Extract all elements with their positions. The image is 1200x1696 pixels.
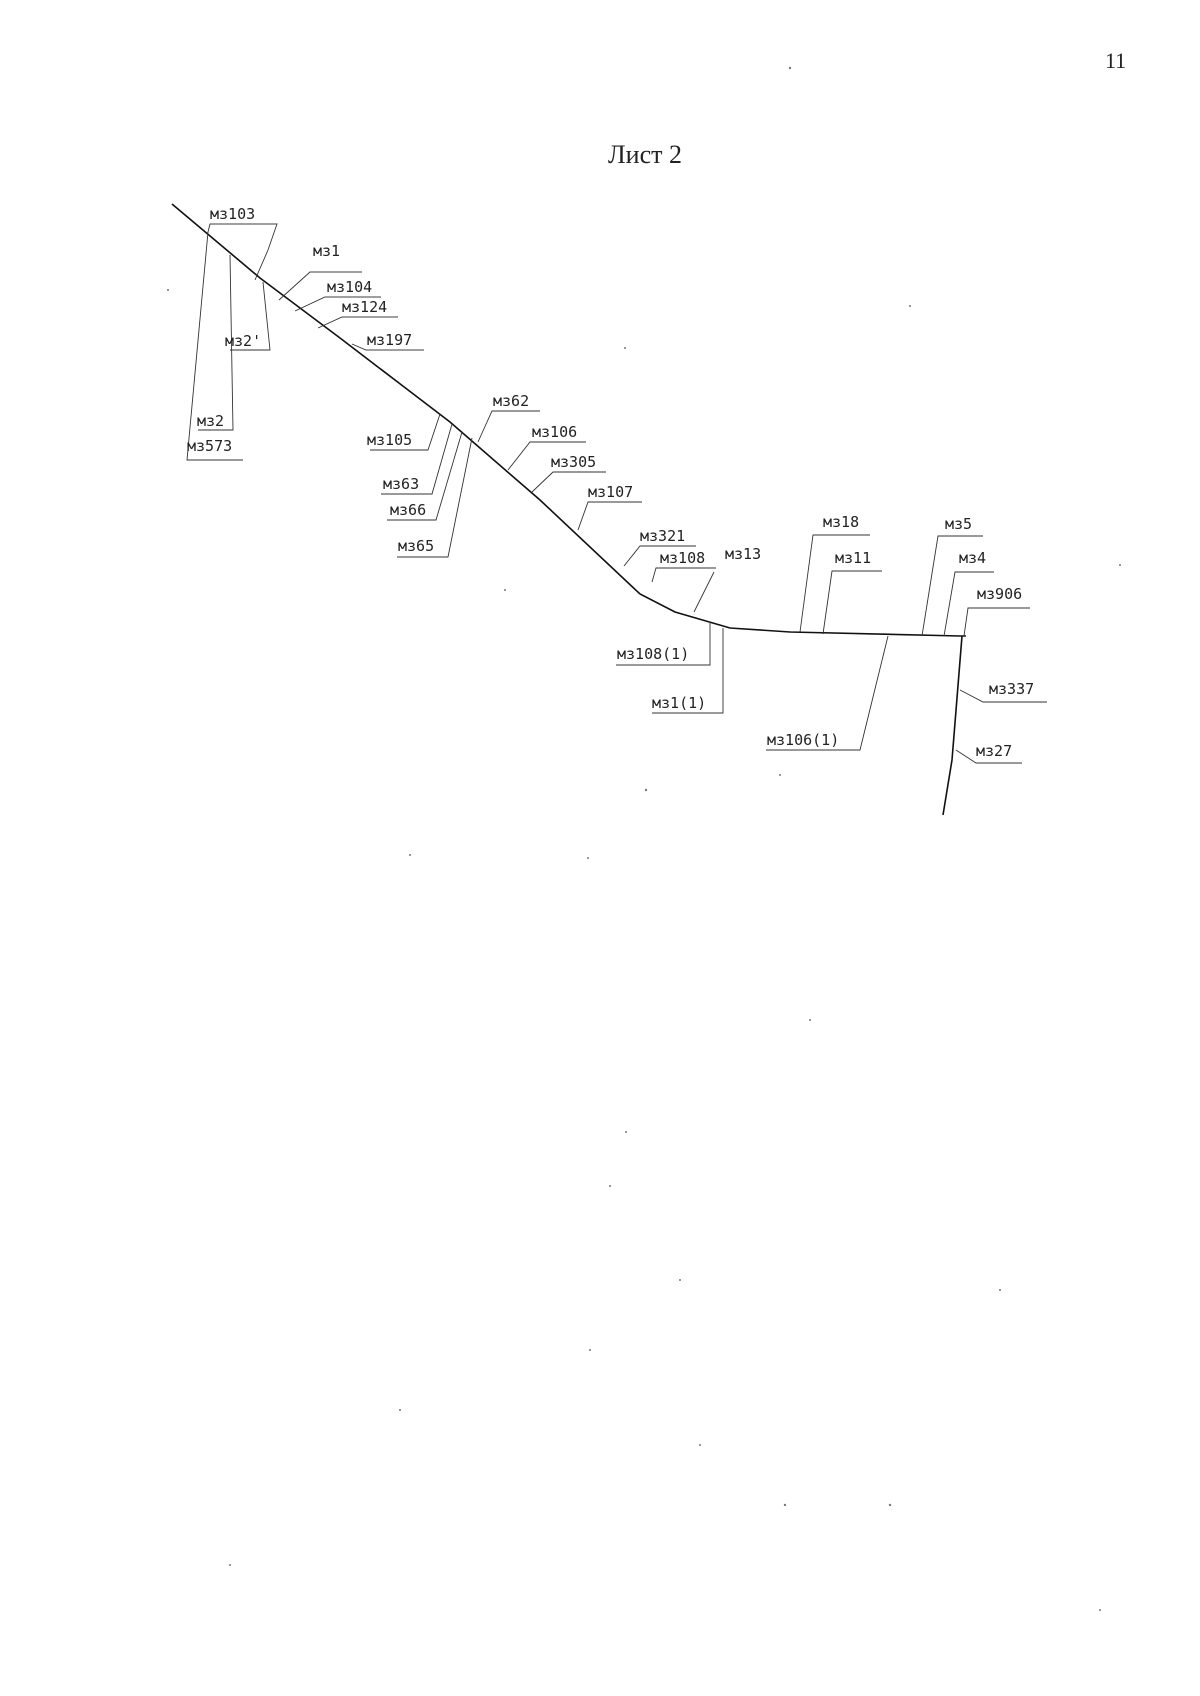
label-mz27: мз27: [976, 742, 1012, 760]
leader-mz124: [317, 316, 398, 329]
branch-line: [942, 635, 963, 816]
leader-mz106-1: [766, 635, 889, 751]
leader-mz1-1: [652, 628, 724, 714]
leader-mz108: [651, 567, 716, 583]
leader-mz337: [959, 689, 1047, 703]
leader-mz106: [507, 441, 586, 471]
label-mz197: мз197: [367, 331, 412, 349]
main-line: [171, 203, 966, 637]
label-mz337: мз337: [989, 680, 1034, 698]
leader-mz18: [799, 534, 870, 633]
leader-mz321: [623, 545, 696, 567]
leader-mz65: [397, 437, 473, 558]
label-mz1-1: мз1(1): [652, 694, 706, 712]
leader-mz305: [531, 471, 606, 493]
label-mz124: мз124: [342, 298, 387, 316]
leader-mz107: [577, 501, 642, 531]
leader-mz11: [822, 570, 882, 635]
label-mz2p: мз2': [225, 332, 261, 350]
leader-mz4: [943, 571, 994, 637]
leader-mz108-1: [616, 622, 711, 666]
label-mz2: мз2: [197, 412, 224, 430]
leader-mz62: [477, 410, 540, 443]
page-number: 11: [1105, 48, 1127, 73]
leader-mz2: [198, 254, 234, 431]
label-mz108-1: мз108(1): [617, 645, 689, 663]
label-mz62: мз62: [493, 392, 529, 410]
label-mz104: мз104: [327, 278, 372, 296]
label-mz18: мз18: [823, 513, 859, 531]
leader-mz906: [963, 607, 1030, 637]
label-mz103: мз103: [210, 205, 255, 223]
leader-mz573: [186, 231, 243, 461]
leader-mz2p: [230, 281, 271, 351]
label-mz105: мз105: [367, 431, 412, 449]
label-mz106-1: мз106(1): [767, 731, 839, 749]
leader-mz27: [955, 749, 1022, 764]
scan-specks: [167, 66, 1121, 1611]
label-mz906: мз906: [977, 585, 1022, 603]
label-mz305: мз305: [551, 453, 596, 471]
label-mz66: мз66: [390, 501, 426, 519]
label-mz63: мз63: [383, 475, 419, 493]
label-mz1: мз1: [313, 242, 340, 260]
label-mz108: мз108: [660, 549, 705, 567]
leader-mz5: [921, 535, 983, 637]
sheet-title: Лист 2: [608, 140, 682, 169]
label-mz11: мз11: [835, 549, 871, 567]
label-mz573: мз573: [187, 437, 232, 455]
label-mz107: мз107: [588, 483, 633, 501]
leader-mz63: [381, 423, 453, 495]
label-mz4: мз4: [959, 549, 986, 567]
label-mz5: мз5: [945, 515, 972, 533]
leader-mz66: [387, 431, 463, 521]
label-mz321: мз321: [640, 527, 685, 545]
leader-mz13: [693, 571, 715, 613]
label-mz13: мз13: [725, 545, 761, 563]
leader-mz105: [370, 413, 441, 451]
label-mz106: мз106: [532, 423, 577, 441]
label-mz65: мз65: [398, 537, 434, 555]
leader-mz103: [207, 223, 278, 281]
